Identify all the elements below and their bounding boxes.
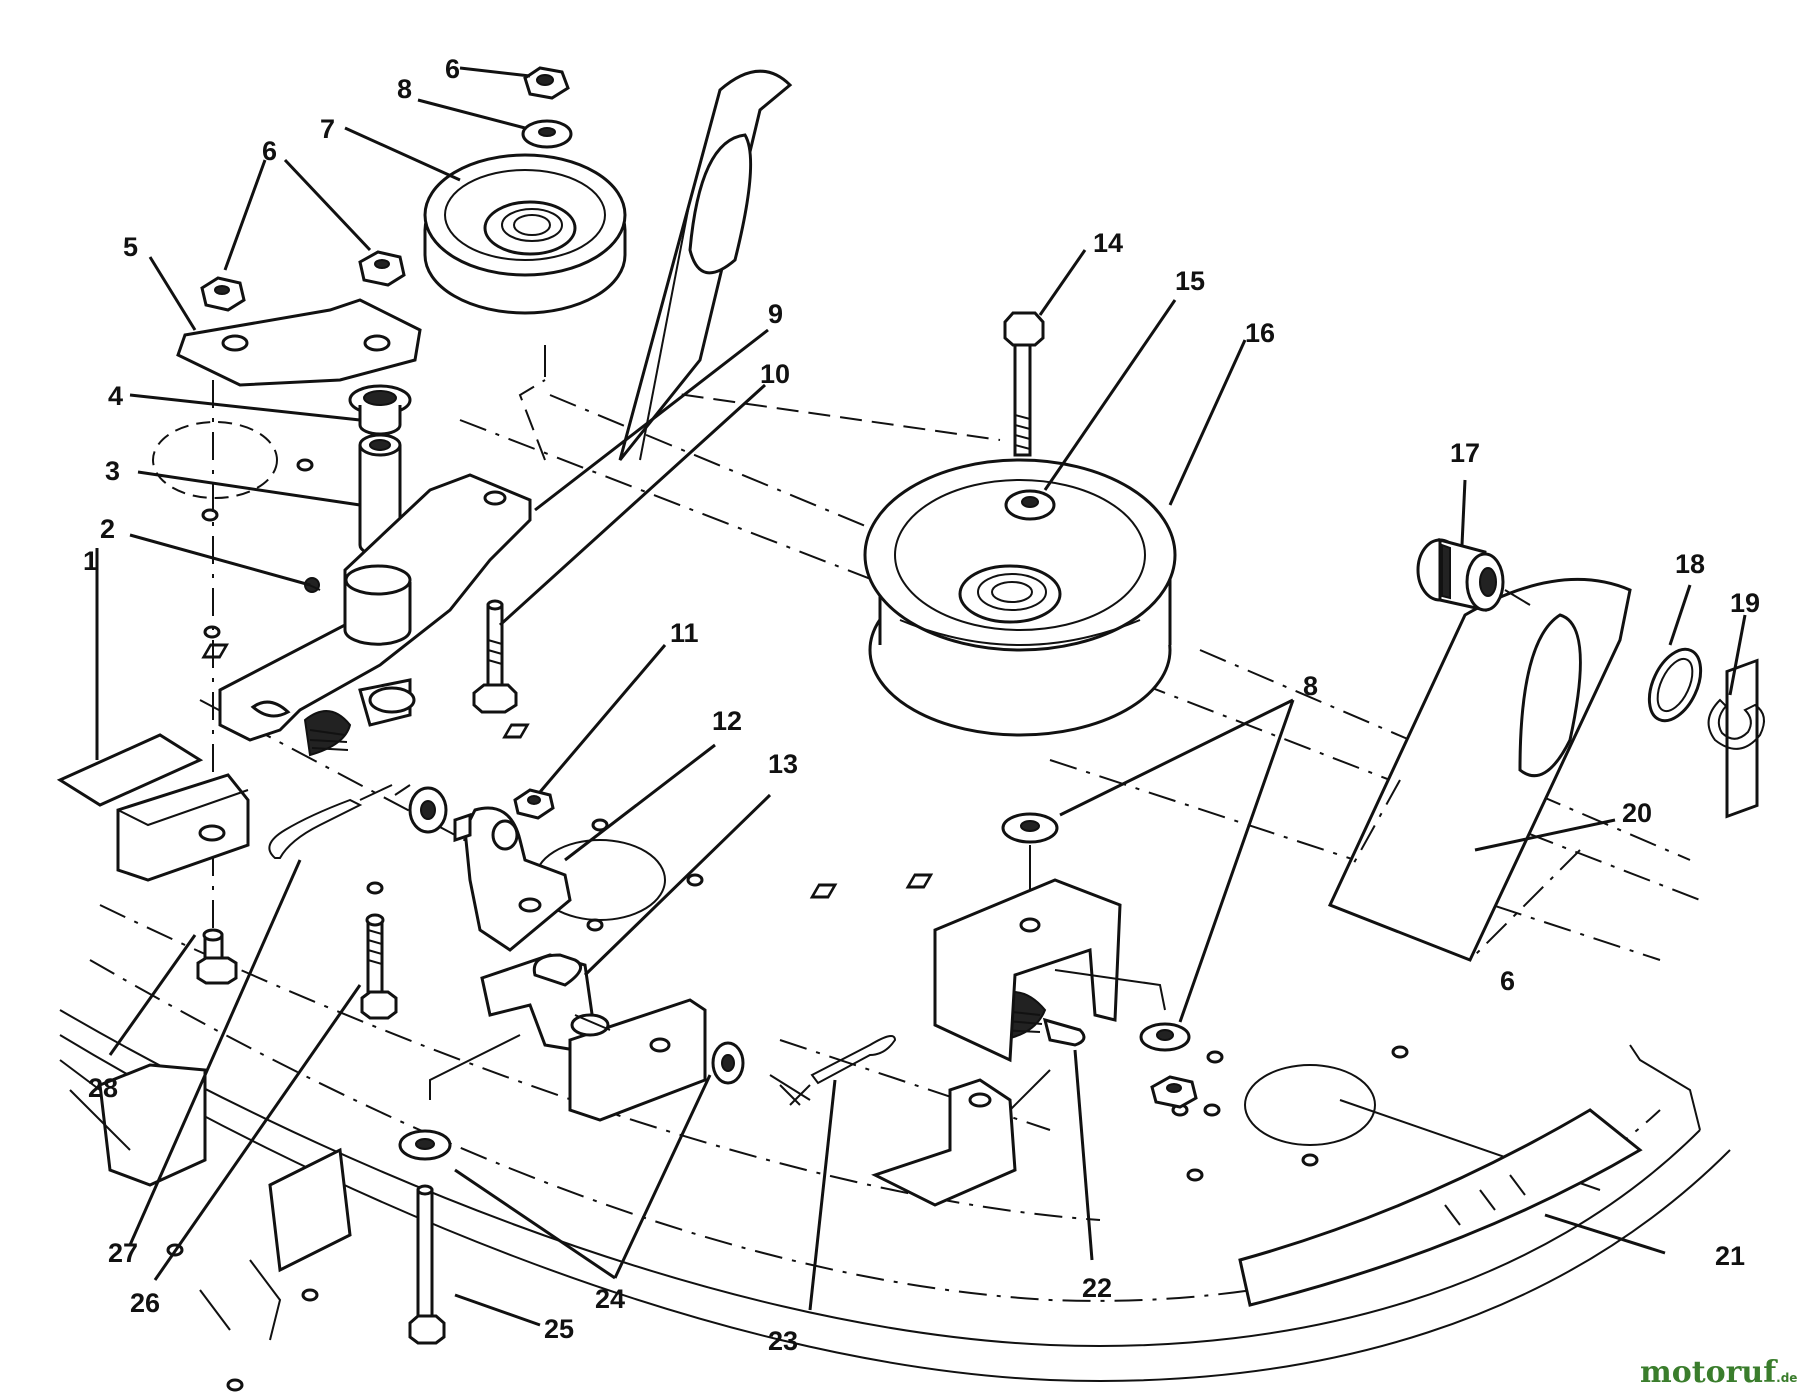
mount-block-left (116, 773, 250, 882)
pivot-washer (408, 786, 448, 834)
callout-6-left-nuts: 6 (262, 136, 277, 166)
bolt-10 (472, 599, 518, 714)
bolt-25 (408, 1184, 446, 1345)
callout-27: 27 (108, 1238, 138, 1268)
right-nut (358, 250, 406, 287)
callout-9: 9 (768, 299, 783, 329)
top-nut (523, 66, 570, 100)
callout-13: 13 (768, 749, 798, 779)
callout-21: 21 (1715, 1241, 1745, 1271)
cotter-pin-23 (810, 1035, 897, 1085)
callout-8-lower: 8 (1303, 671, 1318, 701)
callout-1: 1 (83, 546, 98, 576)
side-plate (1327, 577, 1759, 962)
deck-holes (152, 421, 1409, 1182)
callout-5: 5 (123, 232, 138, 262)
callout-12: 12 (712, 706, 742, 736)
callout-6-top-nut: 6 (445, 54, 460, 84)
leader-lines (95, 66, 1747, 1327)
decal (56, 733, 204, 807)
pivot-bracket (453, 806, 572, 952)
watermark-suffix: .de (1776, 1371, 1797, 1385)
callout-16: 16 (1245, 318, 1275, 348)
idler-arm-bracket (618, 69, 793, 461)
bolt-14 (1003, 311, 1045, 457)
callout-18: 18 (1675, 549, 1705, 579)
left-nut (200, 276, 246, 312)
nut-11 (513, 788, 555, 820)
washer-18 (1647, 647, 1703, 723)
callout-17: 17 (1450, 438, 1480, 468)
callout-numbers: 1 2 3 4 5 6 6 6 7 8 8 9 10 11 12 13 14 1… (83, 54, 1760, 1356)
callout-23: 23 (768, 1326, 798, 1356)
bracket-13 (480, 953, 707, 1122)
callout-3: 3 (105, 456, 120, 486)
main-pulley (863, 458, 1177, 737)
nut-6-lower (1150, 1075, 1198, 1109)
bolt-28 (196, 928, 238, 985)
belt-guard-strip (1238, 1108, 1643, 1307)
callout-6-lower-nut: 6 (1500, 966, 1515, 996)
callout-22: 22 (1082, 1273, 1112, 1303)
lower-washer-8 (1001, 812, 1059, 844)
watermark-brand: motoruf (1640, 1355, 1778, 1390)
callout-25: 25 (544, 1314, 574, 1344)
idler-arm (218, 473, 532, 742)
callout-15: 15 (1175, 266, 1205, 296)
spring-left (303, 710, 352, 757)
washer-8-lower (1139, 1022, 1191, 1052)
pulley-washer-15 (1004, 489, 1056, 521)
callout-14: 14 (1093, 228, 1123, 258)
callout-7: 7 (320, 114, 335, 144)
callout-19: 19 (1730, 588, 1760, 618)
watermark-logo: motoruf.de (1640, 1355, 1797, 1390)
cotter-pin-left (268, 798, 363, 859)
top-washer (521, 119, 573, 149)
washer-24-left (398, 1129, 452, 1161)
deck-edge-left (59, 1059, 352, 1392)
callout-20: 20 (1622, 798, 1652, 828)
washer-24-right (711, 1041, 745, 1085)
retaining-ring-19 (1707, 698, 1765, 750)
callout-2: 2 (100, 514, 115, 544)
callout-28: 28 (88, 1073, 118, 1103)
bolt-26 (360, 913, 398, 1020)
flange-bushing (348, 384, 412, 436)
u-bracket (933, 878, 1166, 1063)
callout-24: 24 (595, 1284, 625, 1314)
bushing-17 (1416, 538, 1505, 612)
callout-10: 10 (760, 359, 790, 389)
callout-26: 26 (130, 1288, 160, 1318)
spring-anchor-tab (871, 1078, 1017, 1207)
callout-8-top: 8 (397, 74, 412, 104)
callout-4: 4 (108, 381, 123, 411)
upper-idler-pulley (423, 153, 627, 385)
svg-text:motoruf.de: motoruf.de (1640, 1355, 1797, 1390)
nut-plate (176, 298, 422, 387)
callout-11: 11 (670, 618, 699, 648)
